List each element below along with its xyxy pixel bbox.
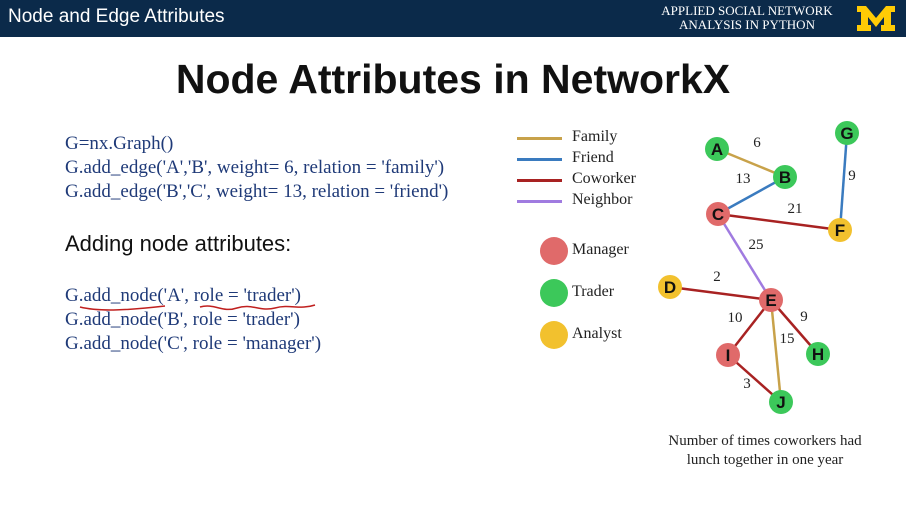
node-label: G — [840, 124, 853, 143]
code-line: G.add_node('A', role = 'trader') — [65, 285, 301, 306]
edge-B-C — [717, 175, 786, 216]
graph-caption: Number of times coworkers had lunch toge… — [640, 432, 890, 470]
edge-weight-label: 21 — [788, 201, 803, 217]
slide-title: Node Attributes in NetworkX — [175, 56, 731, 102]
legend-dot-analyst — [540, 321, 568, 349]
university-logo — [857, 6, 895, 31]
network-graph: 6 13 21 9 25 2 9 10 15 3 A B C D E F G H I J — [658, 121, 859, 414]
legend-line-friend — [517, 158, 562, 161]
edge-weight-label: 13 — [736, 171, 751, 187]
code-line: G.add_node('B', role = 'trader') — [65, 309, 300, 330]
course-title-line1: APPLIED SOCIAL NETWORK — [661, 3, 833, 18]
header-bar: Node and Edge Attributes APPLIED SOCIAL … — [0, 0, 906, 37]
legend-dot-manager — [540, 237, 568, 265]
edge-C-F — [717, 212, 841, 232]
legend-label-manager: Manager — [572, 241, 629, 258]
code-line: G.add_edge('A','B', weight= 6, relation … — [65, 157, 445, 178]
caption-line1: Number of times coworkers had — [668, 433, 862, 449]
section-heading: Adding node attributes: — [65, 231, 292, 256]
node-label: A — [711, 140, 723, 159]
node-label: D — [664, 278, 676, 297]
edge-weight-label: 25 — [749, 237, 764, 253]
edge-weight-label: 6 — [753, 135, 761, 151]
edge-C-E — [716, 213, 773, 301]
node-label: F — [835, 221, 845, 240]
edge-weight-label: 9 — [848, 168, 856, 184]
legend-label-analyst: Analyst — [572, 325, 622, 342]
node-label: I — [726, 346, 731, 365]
legend-dot-trader — [540, 279, 568, 307]
legend-label-family: Family — [572, 128, 618, 145]
node-label: H — [812, 345, 824, 364]
edge-F-G — [838, 132, 849, 231]
legend-label-friend: Friend — [572, 149, 614, 166]
edge-weight-label: 10 — [728, 310, 743, 326]
edge-weight-label: 15 — [780, 331, 795, 347]
code-line: G.add_edge('B','C', weight= 13, relation… — [65, 181, 449, 202]
legend-line-neighbor — [517, 200, 562, 203]
edge-weight-label: 9 — [800, 309, 808, 325]
course-title: APPLIED SOCIAL NETWORK ANALYSIS IN PYTHO… — [654, 4, 840, 32]
node-label: J — [776, 393, 785, 412]
node-F — [828, 218, 852, 242]
node-H — [806, 342, 830, 366]
course-title-line2: ANALYSIS IN PYTHON — [679, 17, 815, 32]
node-label: C — [712, 205, 724, 224]
edge-D-E — [669, 285, 772, 302]
edge-weight-label: 2 — [713, 269, 721, 285]
edge-E-J — [769, 299, 783, 403]
node-E — [759, 288, 783, 312]
node-label: E — [765, 291, 776, 310]
legend-line-family — [517, 137, 562, 140]
legend-label-neighbor: Neighbor — [572, 191, 633, 208]
code-line: G=nx.Graph() — [65, 133, 174, 154]
node-label: B — [779, 168, 791, 187]
legend-label-coworker: Coworker — [572, 170, 636, 187]
legend-line-coworker — [517, 179, 562, 182]
node-A — [705, 137, 729, 161]
node-G — [835, 121, 859, 145]
node-B — [773, 165, 797, 189]
legend-label-trader: Trader — [572, 283, 615, 300]
node-I — [716, 343, 740, 367]
caption-line2: lunch together in one year — [686, 452, 844, 468]
edge-A-B — [716, 147, 786, 179]
node-C — [706, 202, 730, 226]
code-line: G.add_node('C', role = 'manager') — [65, 333, 322, 354]
node-D — [658, 275, 682, 299]
section-title: Node and Edge Attributes — [8, 6, 225, 27]
node-J — [769, 390, 793, 414]
edge-weight-label: 3 — [743, 376, 751, 392]
